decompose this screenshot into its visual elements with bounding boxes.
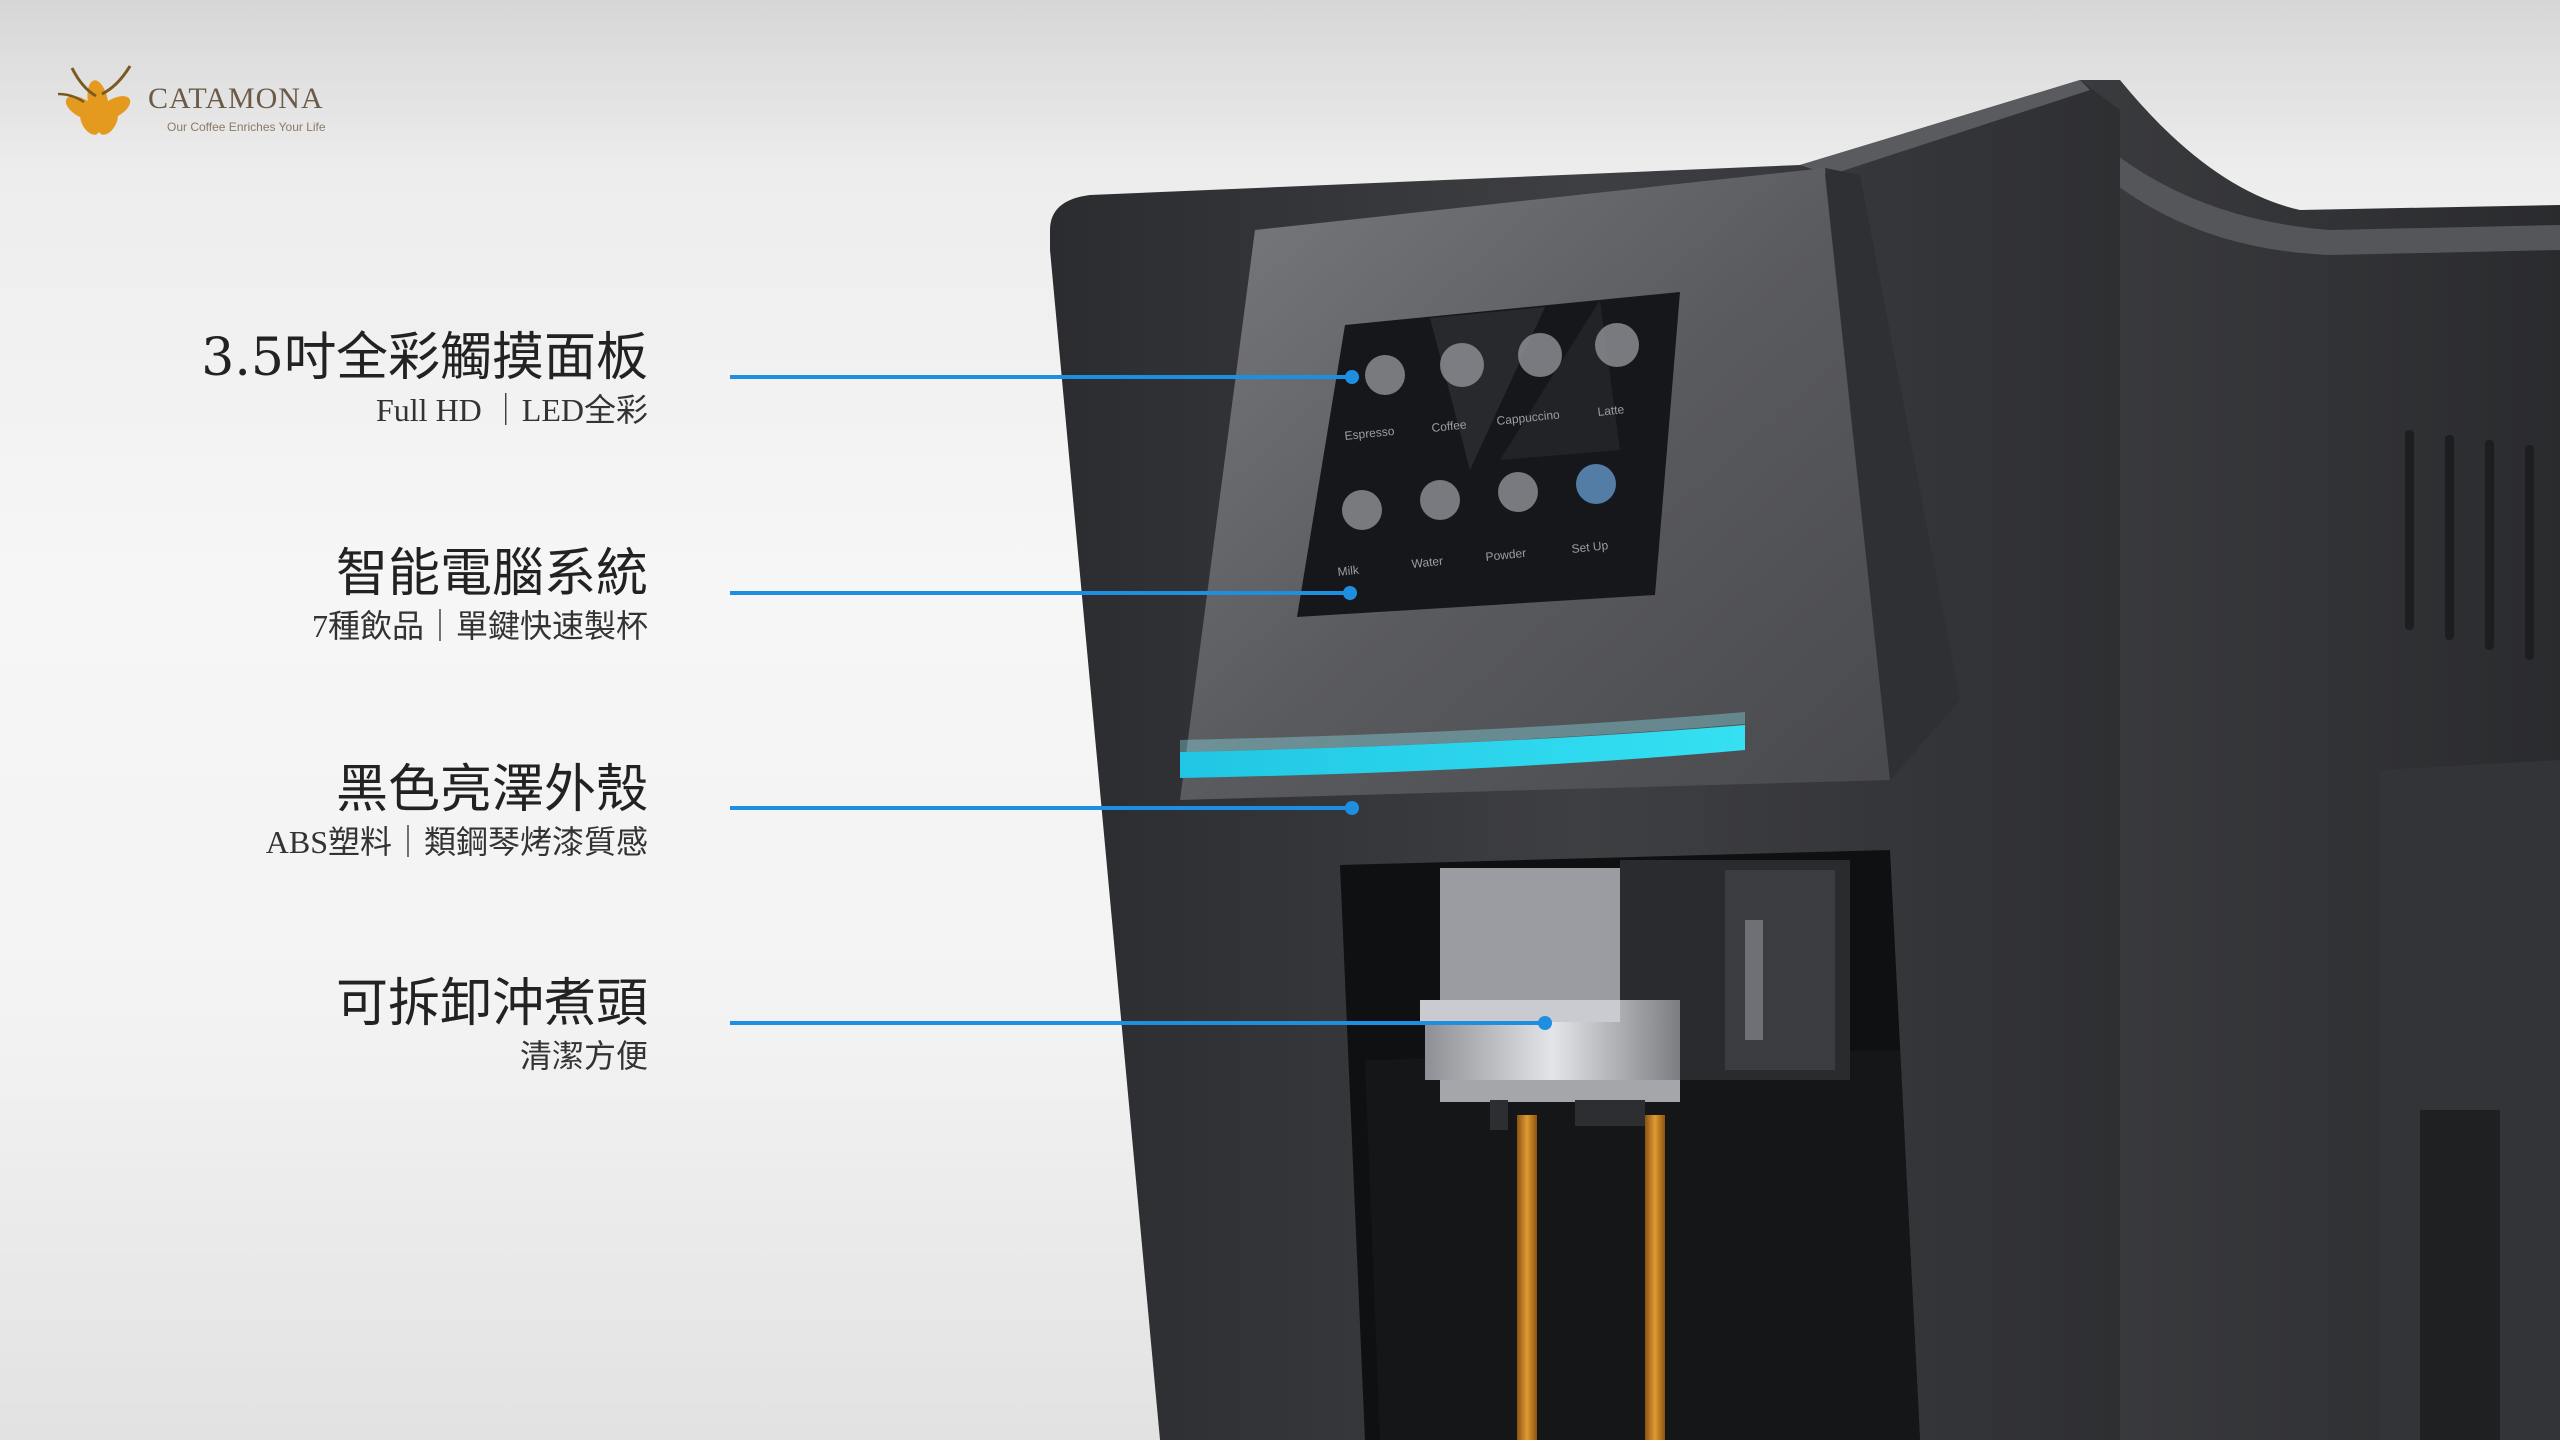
feature-title: 3.5吋全彩觸摸面板 — [201, 328, 648, 388]
feature-black-shell: 黑色亮澤外殼 ABS塑料｜類鋼琴烤漆質感 — [266, 758, 648, 862]
milk-icon — [1342, 490, 1382, 530]
coffee-cup-icon — [1440, 343, 1484, 387]
water-icon — [1420, 480, 1460, 520]
feature-touch-panel: 3.5吋全彩觸摸面板 Full HD ｜LED全彩 — [201, 326, 648, 430]
feature-removable-brew-head: 可拆卸沖煮頭 清潔方便 — [336, 972, 648, 1076]
callout-lines — [730, 370, 1552, 1030]
menu-item-setup: Set Up — [1571, 538, 1609, 556]
brand-tagline: Our Coffee Enriches Your Life — [167, 120, 326, 134]
brand-logo: CATAMONA Our Coffee Enriches Your Life — [52, 58, 382, 148]
menu-item-milk: Milk — [1337, 563, 1361, 579]
powder-icon — [1498, 472, 1538, 512]
menu-item-espresso: Espresso — [1344, 424, 1396, 443]
menu-item-powder: Powder — [1485, 546, 1527, 564]
cappuccino-icon — [1518, 333, 1562, 377]
feature-subtitle: Full HD ｜LED全彩 — [375, 392, 648, 428]
feature-subtitle: 清潔方便 — [519, 1038, 648, 1074]
feature-subtitle: ABS塑料｜類鋼琴烤漆質感 — [265, 824, 648, 860]
feature-title: 黑色亮澤外殼 — [335, 760, 648, 820]
feature-title: 可拆卸沖煮頭 — [335, 974, 648, 1034]
feature-title: 智能電腦系統 — [335, 544, 648, 604]
menu-item-latte: Latte — [1597, 402, 1625, 419]
latte-icon — [1595, 323, 1639, 367]
menu-item-cappuccino: Cappuccino — [1496, 407, 1561, 428]
menu-item-water: Water — [1411, 554, 1444, 571]
feature-smart-system: 智能電腦系統 7種飲品｜單鍵快速製杯 — [312, 542, 648, 646]
feature-subtitle: 7種飲品｜單鍵快速製杯 — [311, 608, 648, 644]
brand-name: CATAMONA — [148, 82, 324, 115]
menu-item-coffee: Coffee — [1431, 417, 1468, 435]
settings-gear-icon — [1576, 464, 1616, 504]
catamona-flower-icon — [57, 65, 132, 135]
espresso-icon — [1365, 355, 1405, 395]
